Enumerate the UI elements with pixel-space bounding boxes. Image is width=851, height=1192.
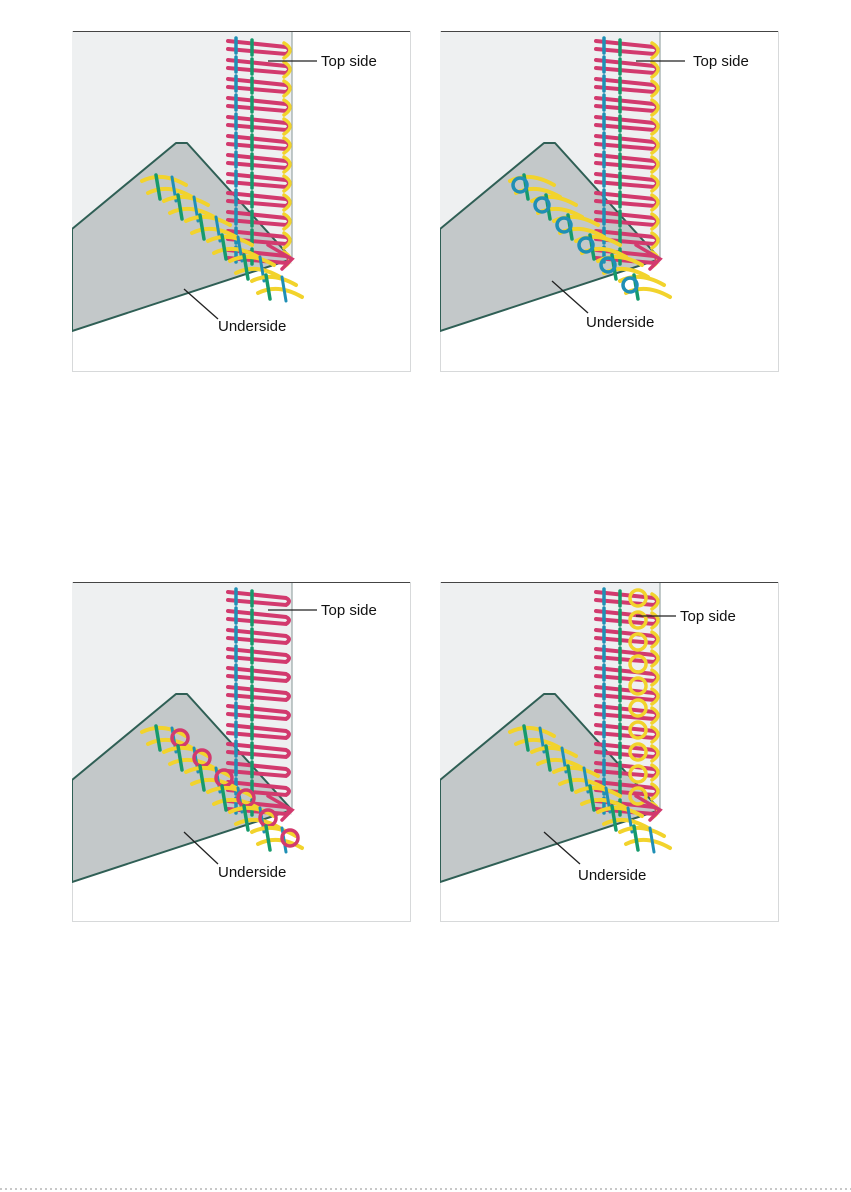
- top-side-label: Top side: [693, 53, 749, 70]
- top-side-label: Top side: [321, 53, 377, 70]
- underside-label: Underside: [218, 318, 286, 335]
- underside-label: Underside: [586, 314, 654, 331]
- stitch-diagram-panel-3: Top side Underside: [72, 582, 411, 922]
- stitch-diagram-panel-1: Top side Underside: [72, 31, 411, 372]
- stitch-diagram-panel-4: Top side Underside: [440, 582, 779, 922]
- stitch-diagram-panel-2: Top side Underside: [440, 31, 779, 372]
- top-side-label: Top side: [680, 608, 736, 625]
- underside-label: Underside: [578, 867, 646, 884]
- stitch-diagram-1: Top side Underside: [72, 31, 411, 372]
- scan-artifact-line: [0, 1188, 851, 1190]
- stitch-diagram-4: Top side Underside: [440, 582, 779, 922]
- stitch-diagram-3: Top side Underside: [72, 582, 411, 922]
- underside-label: Underside: [218, 864, 286, 881]
- top-side-label: Top side: [321, 602, 377, 619]
- stitch-diagram-2: Top side Underside: [440, 31, 779, 372]
